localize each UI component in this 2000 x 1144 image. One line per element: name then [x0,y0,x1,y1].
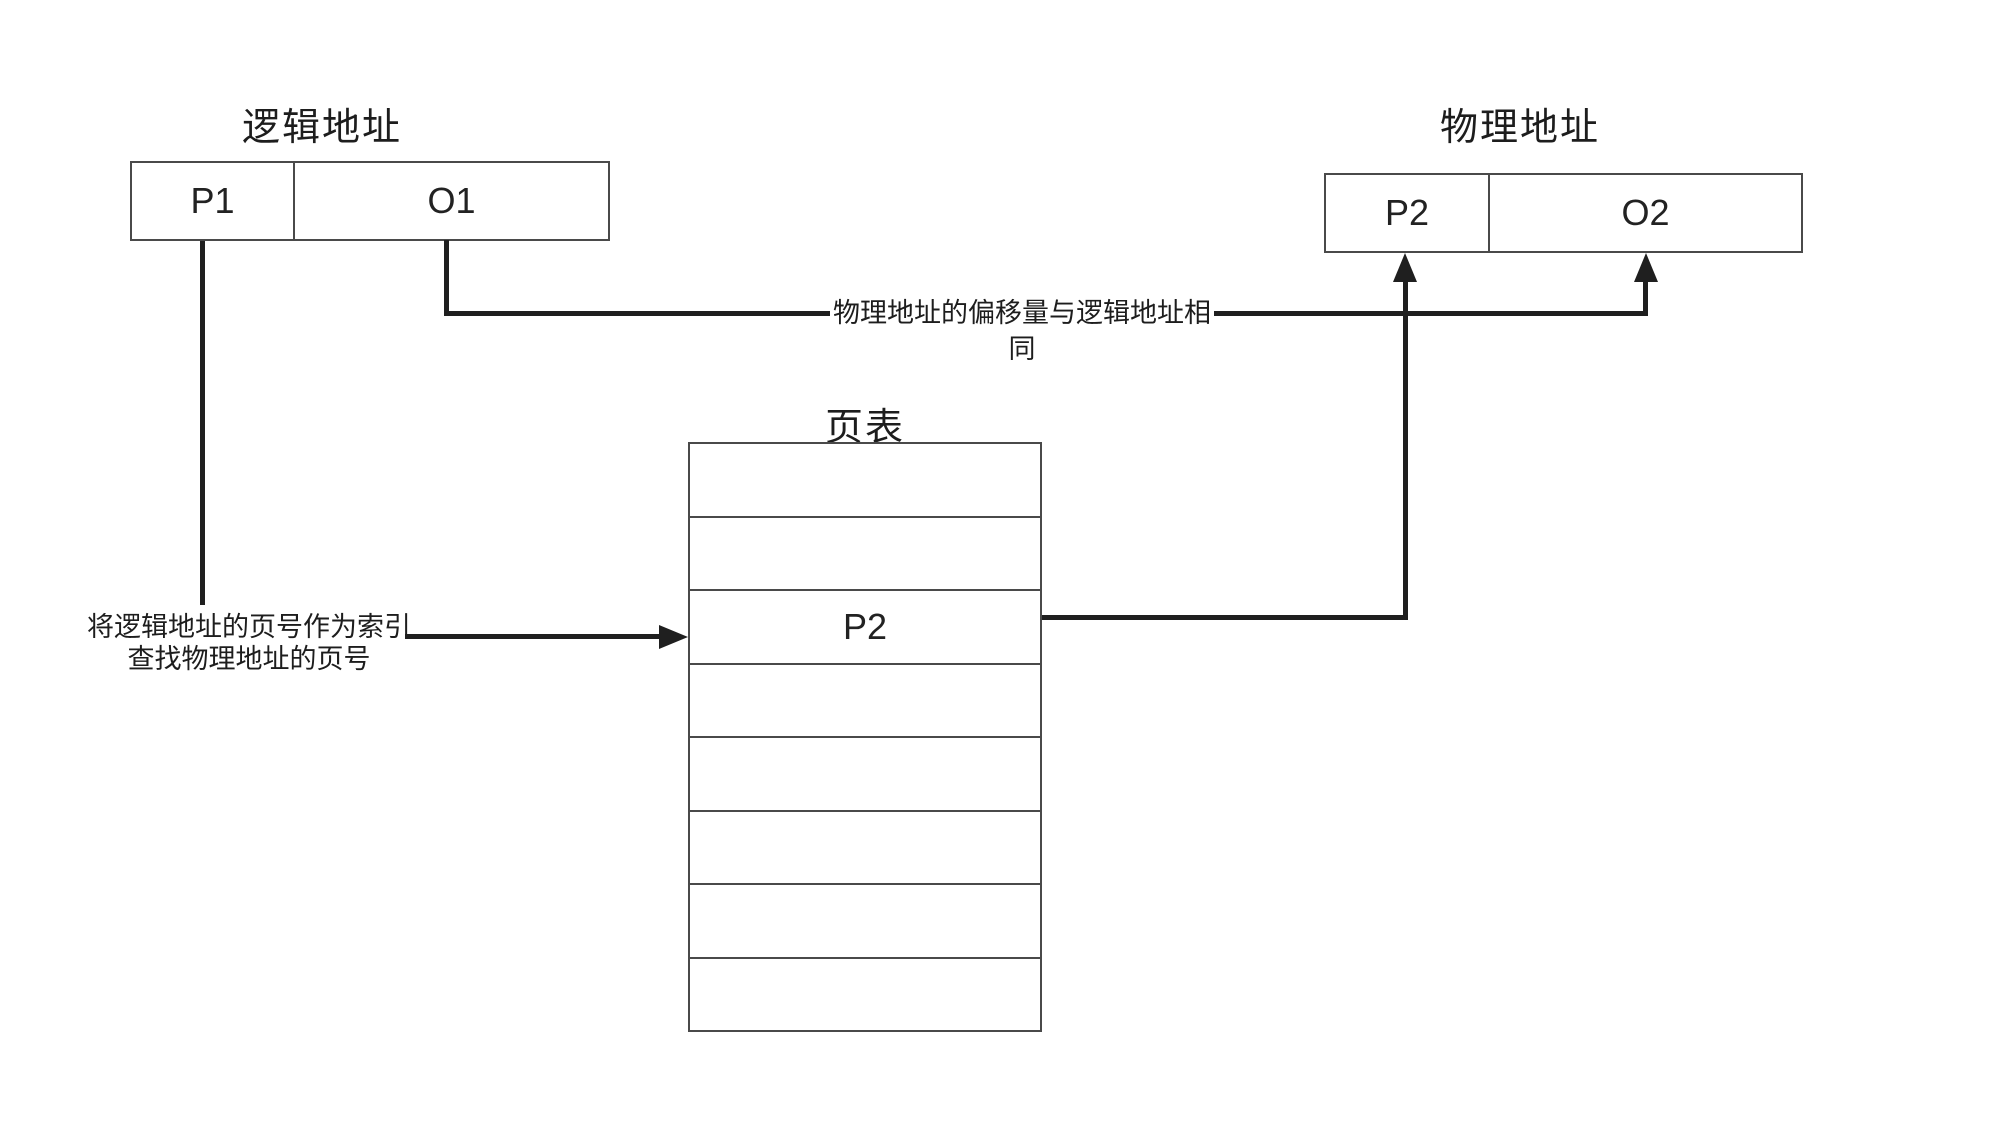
offset-note: 物理地址的偏移量与逻辑地址相同 [830,295,1214,367]
page-table-row [690,883,1040,957]
o1-offset-drop-line [444,240,449,316]
page-table-row [690,956,1040,1031]
p1-index-drop-line [200,241,205,605]
p2-horizontal-line [1042,615,1408,620]
page-table-row [690,662,1040,737]
page-table: P2 [688,442,1042,1032]
page-table-row [690,809,1040,884]
logical-offset-cell: O1 [427,180,476,221]
offset-rise-line [1643,281,1648,316]
page-table-row [690,444,1040,516]
physical-address-box: P2 O2 [1324,173,1803,253]
page-table-row-p2-entry: P2 [690,589,1040,663]
logical-page-number-cell: P1 [132,163,295,239]
index-arrowhead-icon [659,625,688,649]
o2-arrowhead-icon [1634,253,1658,282]
index-arrow-line [405,634,661,639]
p2-rise-line [1403,281,1408,620]
logical-address-title: 逻辑地址 [241,107,402,149]
index-note-line1: 将逻辑地址的页号作为索引 [87,612,411,642]
page-table-row [690,515,1040,590]
physical-address-title: 物理地址 [1439,107,1600,149]
page-table-row [690,736,1040,810]
index-note: 将逻辑地址的页号作为索引 查找物理地址的页号 [60,611,438,675]
physical-page-number-cell: P2 [1326,175,1490,251]
physical-offset-cell: O2 [1621,192,1670,233]
index-note-line2: 查找物理地址的页号 [127,644,371,674]
logical-address-box: P1 O1 [130,161,610,241]
p2-arrowhead-icon [1393,253,1417,282]
